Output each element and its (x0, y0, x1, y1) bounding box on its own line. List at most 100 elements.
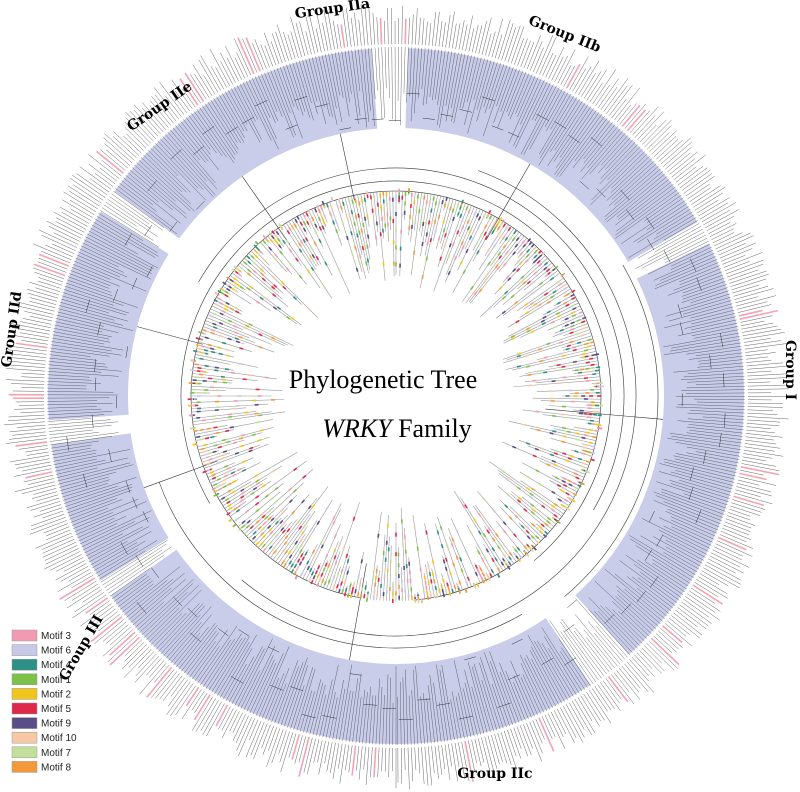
motif-segment (526, 291, 531, 296)
leaf-branch (165, 606, 212, 659)
leaf-label (48, 226, 80, 242)
leaf-label (737, 301, 768, 310)
leaf-branch (694, 398, 745, 400)
leaf-branch (143, 584, 200, 638)
motif-segment (555, 280, 560, 285)
leaf-label (384, 747, 387, 772)
leaf-label (719, 242, 757, 259)
motif-segment (286, 230, 291, 235)
leaf-label (89, 600, 110, 615)
motif-segment (271, 532, 276, 537)
internal-branch (545, 408, 664, 420)
motif-segment (452, 216, 455, 222)
motif-segment (544, 522, 549, 527)
leaf-label (477, 738, 485, 763)
leaf-branch (119, 583, 154, 610)
motif-segment (465, 581, 469, 586)
leaf-label (666, 620, 687, 637)
motif-segment (319, 212, 323, 218)
motif-segment (460, 568, 464, 573)
leaf-branch (654, 262, 719, 289)
motif-segment (565, 303, 570, 307)
motif-segment (538, 281, 544, 286)
motif-segment (529, 495, 534, 500)
motif-segment (293, 467, 298, 472)
leaf-label (91, 611, 118, 632)
motif-segment (561, 272, 566, 277)
motif-segment (350, 231, 353, 236)
motif-segment (317, 565, 321, 570)
motif-segment (432, 593, 436, 598)
motif-segment (580, 334, 585, 337)
leaf-branch (517, 75, 536, 117)
motif-bar (239, 262, 283, 300)
leaf-label (740, 320, 765, 327)
motif-segment (290, 563, 294, 568)
leaf-label (532, 720, 543, 744)
leaf-label (170, 683, 194, 717)
motif-segment (540, 319, 546, 323)
leaf-branch (128, 572, 185, 621)
motif-segment (268, 231, 273, 237)
motif-segment (510, 337, 516, 341)
leaf-label (195, 698, 216, 732)
leaf-label (709, 223, 737, 237)
motif-segment (484, 235, 488, 240)
motif-segment (516, 268, 521, 273)
leaf-label (742, 459, 776, 467)
leaf-branch (79, 510, 152, 545)
clade-connector (554, 121, 567, 129)
leaf-branch (420, 696, 425, 744)
leaf-branch (95, 218, 159, 257)
motif-segment (272, 293, 277, 298)
leaf-label (452, 23, 457, 49)
motif-segment (262, 521, 267, 526)
motif-segment (202, 328, 207, 332)
leaf-label (714, 232, 743, 247)
leaf-label (98, 613, 120, 632)
motif-segment (452, 562, 456, 567)
leaf-label (60, 566, 89, 582)
leaf-label (70, 208, 91, 221)
leaf-branch (628, 535, 696, 576)
leaf-label (744, 340, 782, 347)
leaf-label (124, 641, 145, 662)
motif-segment (193, 349, 198, 353)
motif-segment (585, 361, 590, 364)
motif-segment (268, 545, 273, 550)
leaf-label (26, 497, 60, 509)
leaf-branch (316, 694, 327, 736)
leaf-branch (539, 95, 575, 155)
leaf-branch (67, 276, 112, 293)
leaf-branch (660, 256, 716, 281)
motif-segment (346, 593, 350, 598)
motif-segment (591, 452, 596, 455)
motif-segment (281, 549, 285, 554)
motif-segment (318, 238, 322, 244)
leaf-label (203, 75, 216, 95)
motif-segment (222, 281, 227, 286)
leaf-label (619, 668, 639, 693)
motif-segment (262, 234, 267, 240)
leaf-label (184, 72, 205, 102)
motif-segment (273, 284, 278, 288)
leaf-label (44, 545, 78, 561)
clade-connector (720, 332, 724, 348)
leaf-label (631, 657, 649, 676)
leaf-label (61, 211, 88, 227)
leaf-branch (299, 60, 312, 104)
leaf-label (723, 252, 763, 268)
leaf-branch (679, 265, 720, 283)
leaf-label (101, 160, 122, 177)
leaf-branch (296, 669, 316, 731)
motif-segment (428, 200, 431, 205)
leaf-branch (618, 178, 670, 220)
motif-segment (252, 261, 257, 266)
motif-segment (501, 295, 506, 300)
leaf-branch (239, 83, 259, 120)
motif-segment (431, 571, 435, 577)
leaf-branch (630, 184, 674, 217)
leaf-label (276, 24, 289, 61)
motif-segment (255, 501, 260, 506)
leaf-branch (453, 54, 469, 124)
